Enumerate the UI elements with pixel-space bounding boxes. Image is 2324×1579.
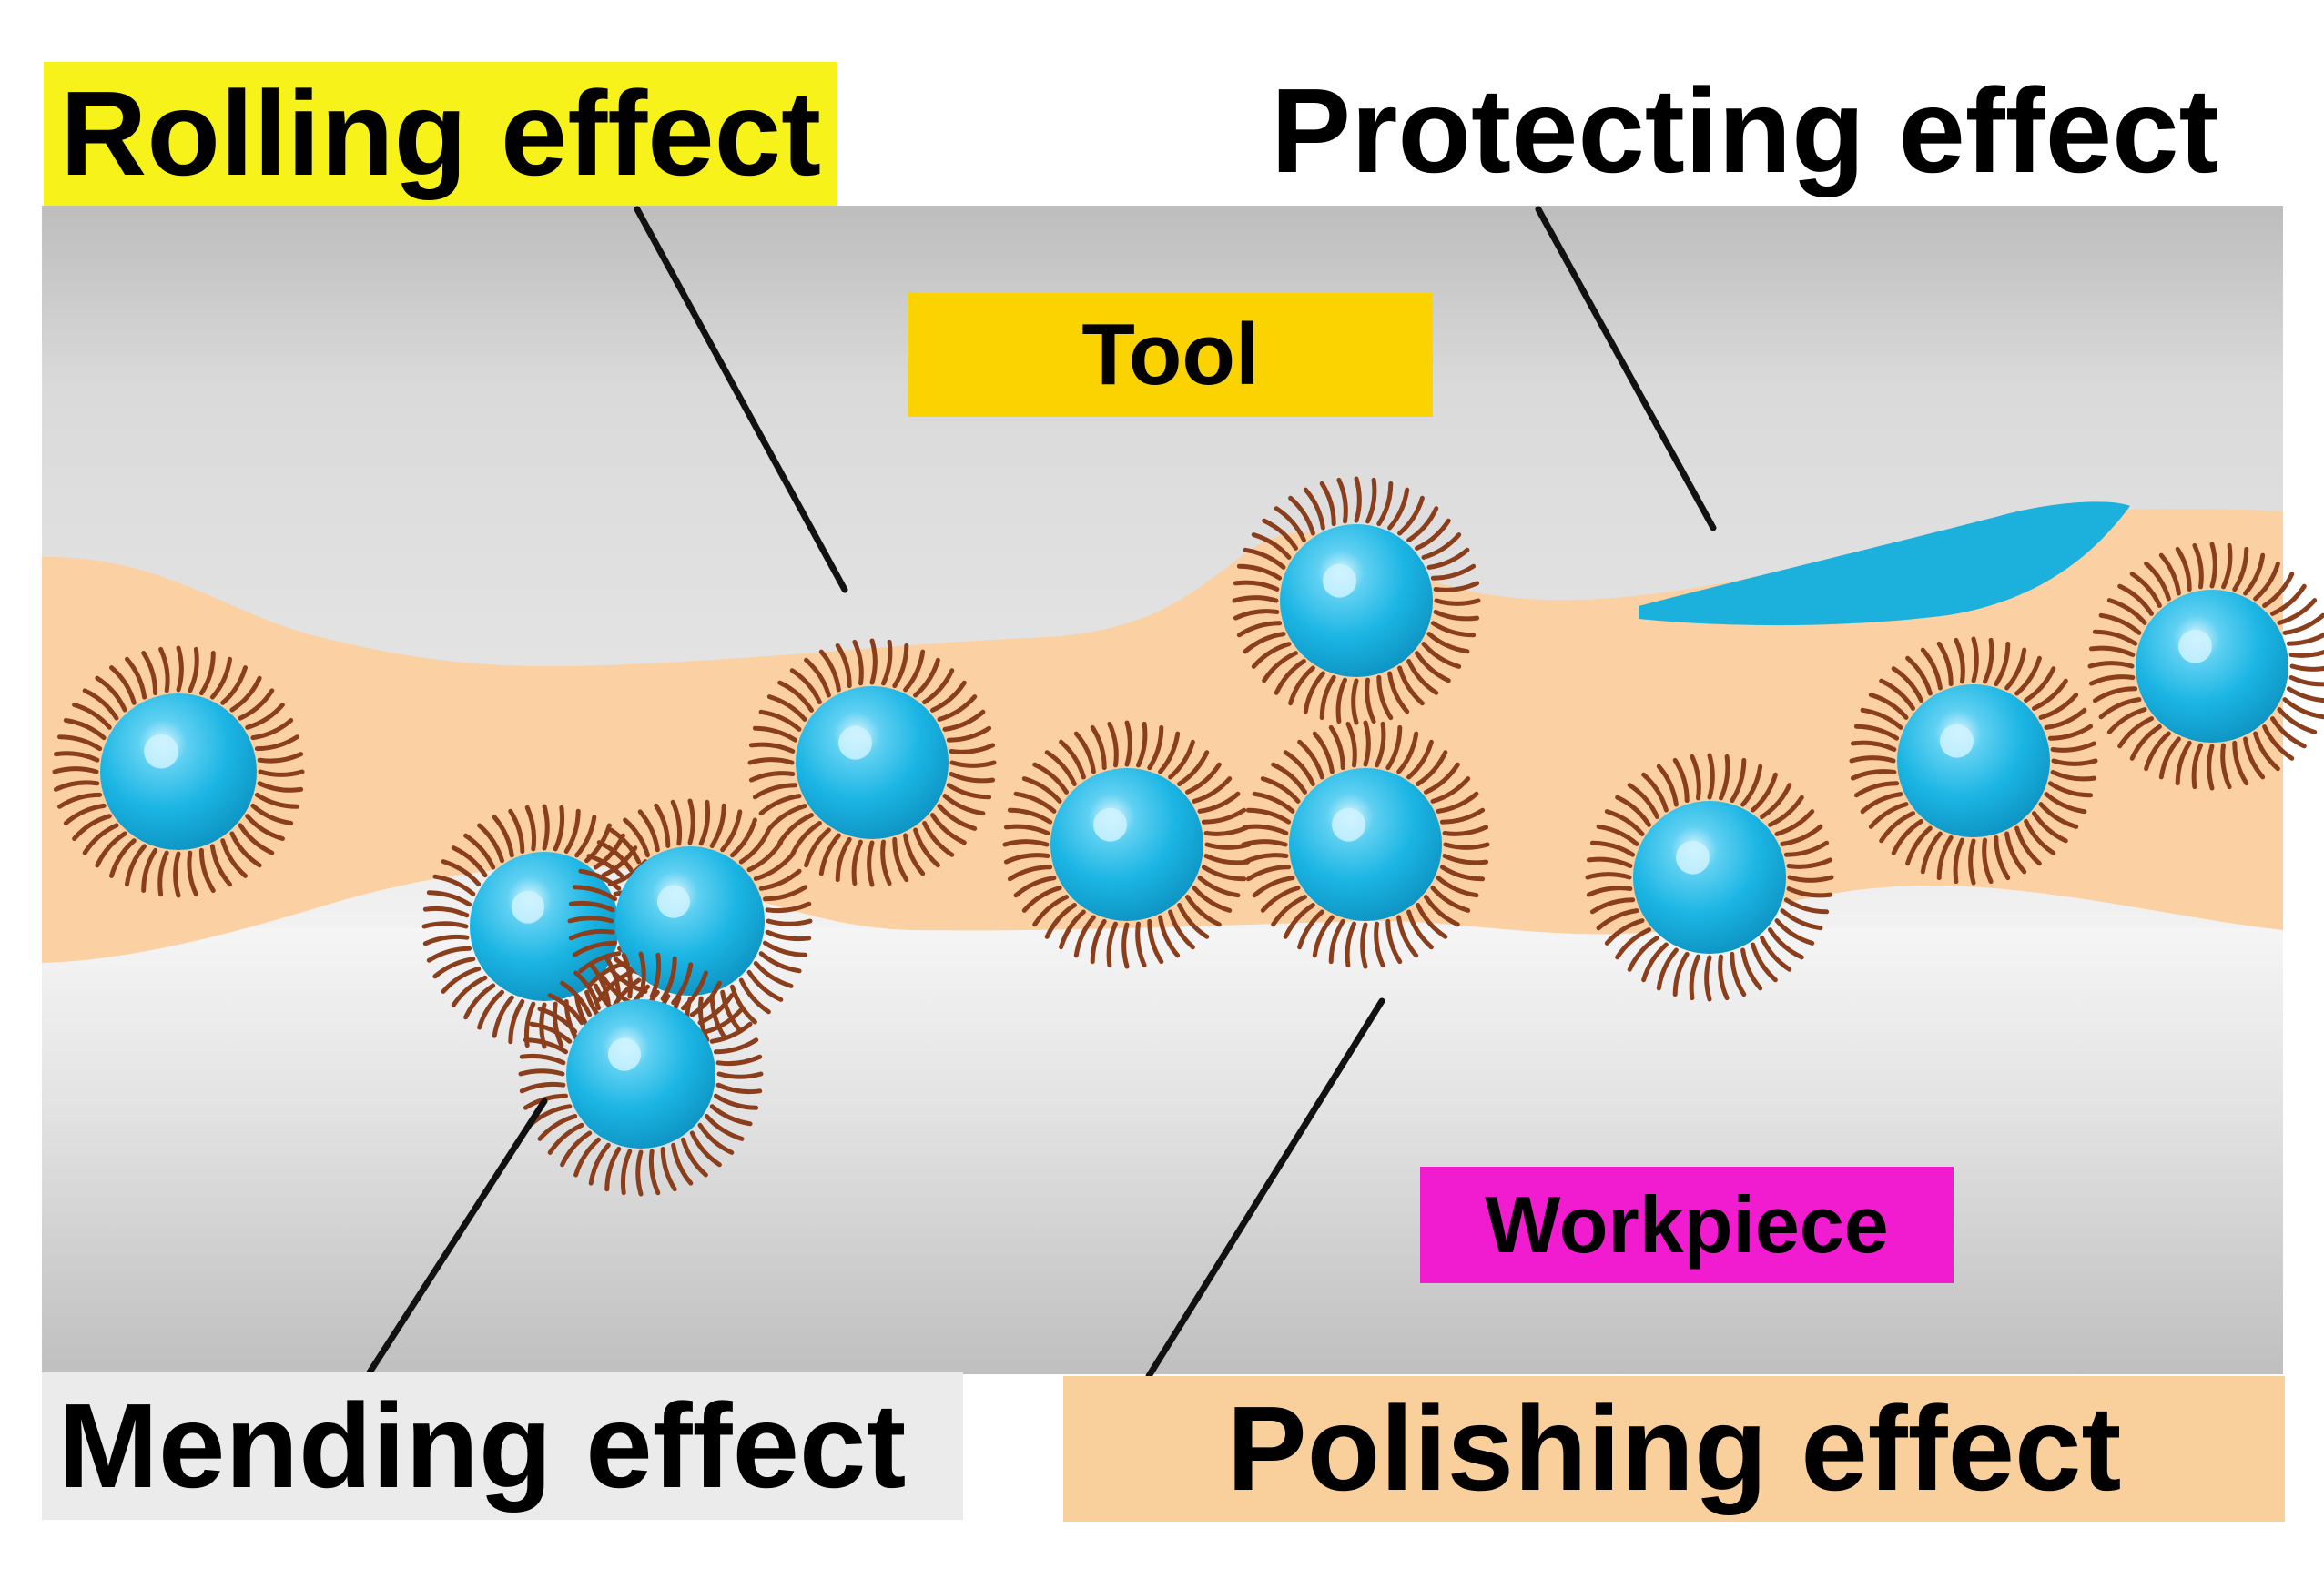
nanoparticle-icon: [567, 798, 813, 1044]
rolling-effect-label: Rolling effect: [44, 62, 838, 206]
surfactant-shell-icon: [1849, 636, 2098, 886]
surfactant-shell-icon: [747, 638, 997, 887]
protecting-effect-label: Protecting effect: [1254, 58, 2236, 204]
protecting-leader-line: [1535, 206, 1717, 531]
surfactant-shell-icon: [2087, 542, 2324, 791]
nanoparticle-icon: [1585, 753, 1834, 1002]
workpiece-surface: [42, 928, 2283, 1374]
mending-leader-line: [366, 1098, 548, 1376]
nanoparticle-icon: [52, 645, 305, 898]
nanoparticle-icon: [747, 638, 997, 887]
nanoparticle-icon: [518, 951, 764, 1197]
rolling-leader-line: [634, 206, 848, 593]
surfactant-shell-icon: [1585, 753, 1834, 1002]
nanoparticle-group: [52, 476, 2324, 1197]
polishing-effect-label: Polishing effect: [1063, 1376, 2285, 1522]
polishing-leader-line: [1145, 997, 1385, 1380]
workpiece-label: Workpiece: [1420, 1167, 1954, 1283]
surfactant-shell-icon: [518, 951, 764, 1197]
surfactant-shell-icon: [52, 645, 305, 898]
nanoparticle-icon: [1232, 476, 1481, 725]
mending-effect-label: Mending effect: [42, 1372, 963, 1520]
nanoparticle-icon: [1849, 636, 2098, 886]
nanoparticle-icon: [2087, 542, 2324, 791]
protective-layer: [1639, 501, 2130, 626]
tool-label: Tool: [908, 293, 1433, 417]
surfactant-shell-icon: [1241, 720, 1490, 969]
surfactant-shell-icon: [1232, 476, 1481, 725]
nanoparticle-icon: [1241, 720, 1490, 969]
